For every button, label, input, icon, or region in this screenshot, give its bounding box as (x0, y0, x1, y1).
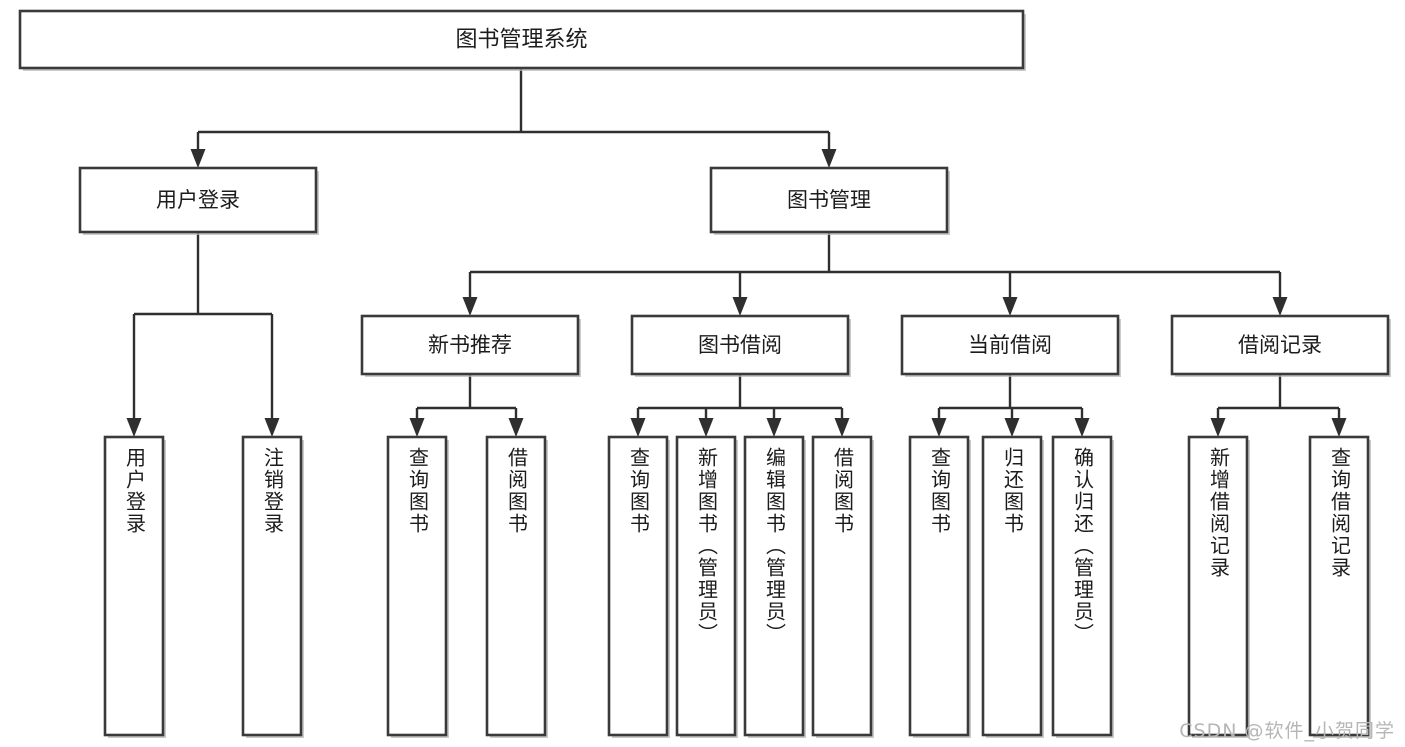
arrow-head-icon (732, 297, 748, 316)
arrow-head-icon (126, 418, 142, 437)
node-box-layer (18, 9, 1391, 738)
arrow-head-icon (409, 418, 425, 437)
node-box-leaf-user-login[interactable] (103, 435, 165, 737)
arrow-head-icon (190, 149, 206, 168)
node-label-current-borrow: 当前借阅 (968, 333, 1052, 357)
node-box-leaf-borrow-book[interactable] (811, 435, 873, 737)
node-label-new-book-recommend: 新书推荐 (428, 333, 512, 357)
arrow-head-icon (1210, 418, 1226, 437)
node-box-leaf-add-book[interactable] (675, 435, 737, 737)
arrow-head-icon (766, 418, 782, 437)
node-box-leaf-query-record[interactable] (1308, 435, 1370, 737)
arrow-head-icon (834, 418, 850, 437)
arrow-head-icon (630, 418, 646, 437)
node-box-leaf-confirm-return[interactable] (1051, 435, 1113, 737)
arrow-head-icon (931, 418, 947, 437)
node-label-root: 图书管理系统 (455, 28, 587, 53)
arrow-head-icon (1272, 297, 1288, 316)
node-label-book-borrow: 图书借阅 (698, 333, 782, 357)
node-box-leaf-query-book-borrow[interactable] (607, 435, 669, 737)
node-box-current-borrow[interactable] (900, 314, 1120, 376)
arrow-head-icon (1002, 297, 1018, 316)
arrow-head-icon (821, 149, 837, 168)
connector-layer (126, 68, 1347, 437)
node-box-leaf-logout[interactable] (241, 435, 303, 737)
arrow-head-icon (698, 418, 714, 437)
node-box-leaf-add-record[interactable] (1187, 435, 1249, 737)
node-box-user-login[interactable] (78, 166, 318, 234)
arrow-head-icon (1331, 418, 1347, 437)
arrow-head-icon (462, 297, 478, 316)
node-box-new-book-recommend[interactable] (360, 314, 580, 376)
node-box-leaf-query-book-rec[interactable] (386, 435, 448, 737)
node-box-leaf-borrow-book-rec[interactable] (485, 435, 547, 737)
node-box-book-borrow[interactable] (630, 314, 850, 376)
arrow-head-icon (508, 418, 524, 437)
node-label-borrow-record: 借阅记录 (1238, 333, 1322, 357)
arrow-head-icon (1004, 418, 1020, 437)
arrow-head-icon (1074, 418, 1090, 437)
node-box-borrow-record[interactable] (1170, 314, 1390, 376)
node-box-leaf-edit-book[interactable] (743, 435, 805, 737)
node-box-root[interactable] (18, 9, 1025, 70)
node-box-book-manage[interactable] (709, 166, 949, 234)
node-label-user-login: 用户登录 (156, 188, 240, 212)
arrow-head-icon (264, 418, 280, 437)
node-box-leaf-return-book[interactable] (981, 435, 1043, 737)
node-label-book-manage: 图书管理 (787, 188, 871, 212)
node-box-leaf-query-book-cur[interactable] (908, 435, 970, 737)
csdn-watermark: CSDN @软件_小贺同学 (1179, 720, 1395, 742)
